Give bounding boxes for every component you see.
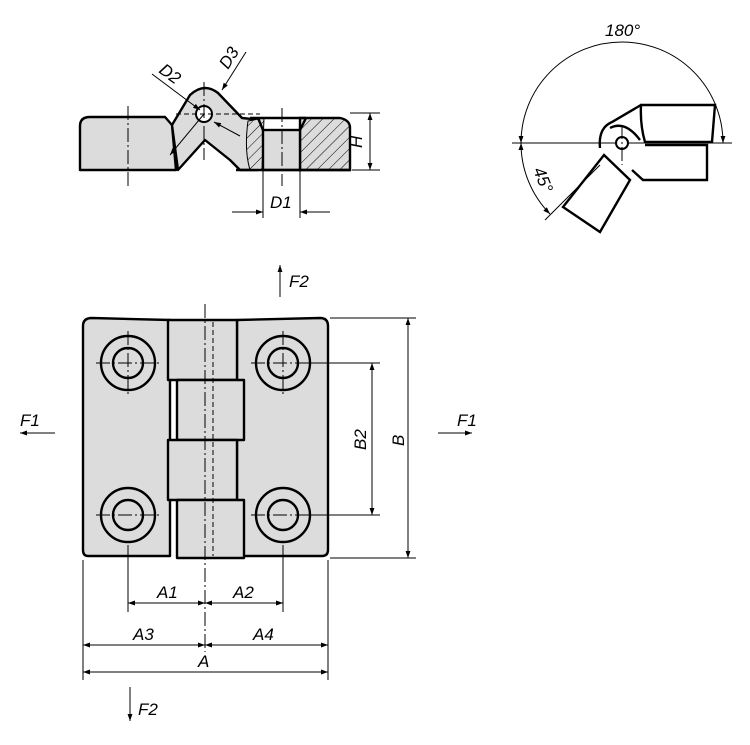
- label-f2-bottom: F2: [138, 700, 158, 719]
- knuckle-4: [175, 498, 246, 560]
- label-b2: B2: [351, 429, 370, 450]
- knuckle-2: [175, 378, 246, 442]
- label-f2-top: F2: [289, 272, 309, 291]
- knuckle-1: [166, 318, 239, 382]
- label-a2: A2: [232, 583, 254, 602]
- label-a4: A4: [252, 625, 274, 644]
- label-b: B: [389, 435, 408, 446]
- rotation-view: 180° 45°: [512, 21, 732, 234]
- force-arrows: F1 F1 F2 F2: [20, 265, 477, 721]
- label-f1-right: F1: [457, 411, 477, 430]
- left-leaf-section: [78, 115, 178, 172]
- label-h: H: [347, 135, 366, 148]
- label-a3: A3: [132, 625, 154, 644]
- label-a1: A1: [156, 583, 178, 602]
- label-angle-180: 180°: [605, 21, 640, 40]
- front-view: B B2 A1 A2 A3 A4 A: [81, 304, 416, 680]
- label-d1: D1: [270, 193, 292, 212]
- label-d3: D3: [215, 43, 243, 72]
- label-f1-left: F1: [20, 411, 40, 430]
- right-leaf-section-hatched: [298, 116, 352, 172]
- knuckle-3: [166, 438, 239, 502]
- side-view: D2 D3 H D1: [78, 43, 380, 218]
- label-d2: D2: [156, 60, 185, 88]
- label-a: A: [197, 652, 209, 671]
